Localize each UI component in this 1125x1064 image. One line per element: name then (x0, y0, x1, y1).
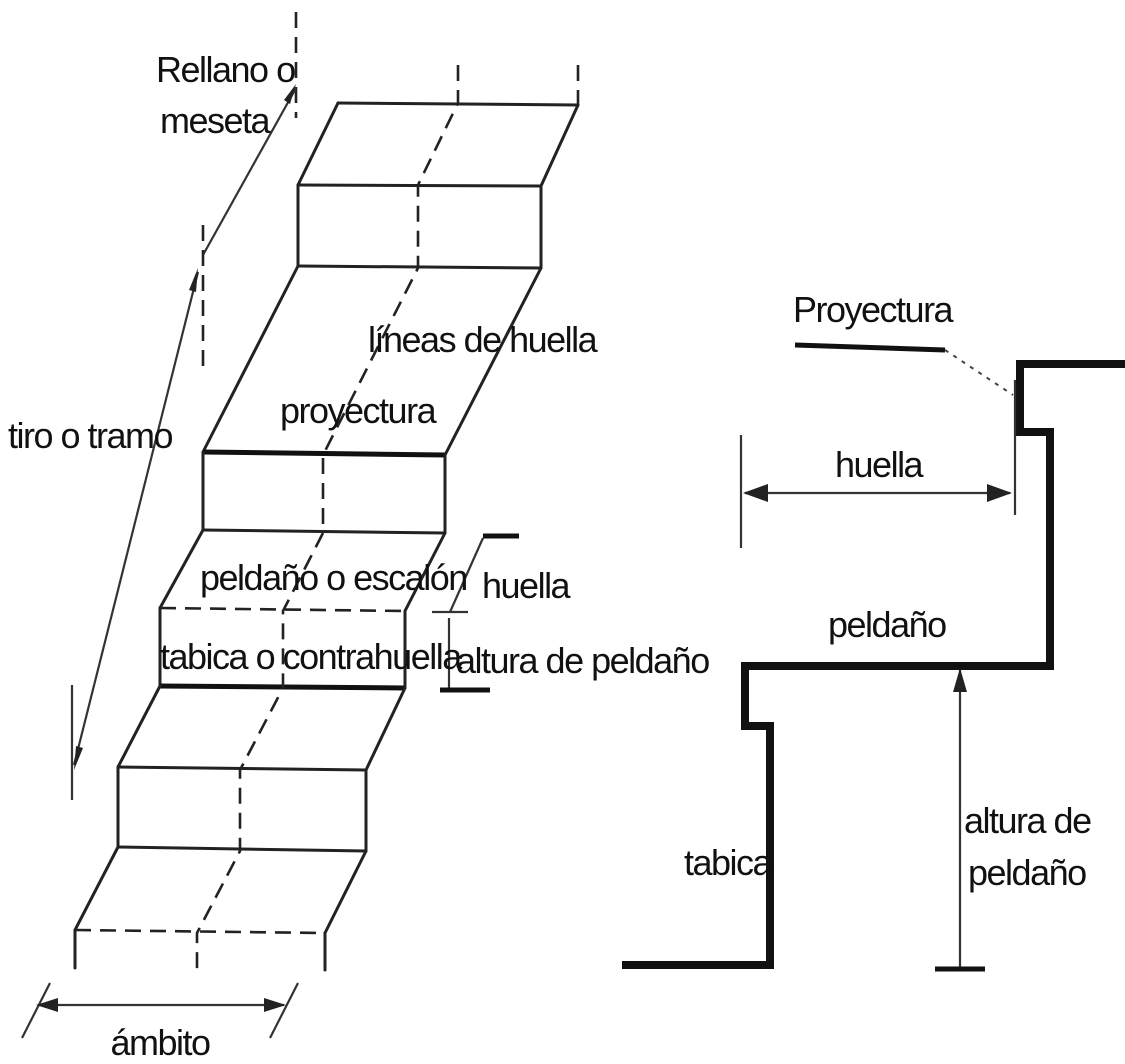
flight-dimension-line (72, 271, 200, 766)
flight-left-edge (116, 684, 162, 769)
flight-dimension (70, 12, 298, 800)
step-tread-edge (296, 264, 543, 270)
proyectura-label: proyectura (280, 390, 438, 431)
altura-peldano-label: altura de peldaño (456, 640, 709, 681)
projection-leader-dotted (944, 349, 1014, 396)
section-view (622, 342, 1125, 972)
flight-right-edge (364, 686, 407, 772)
step-nosing-edge (202, 449, 446, 458)
peldano-section-label: peldaño (828, 604, 946, 645)
flight-left-edge (296, 101, 340, 187)
isometric-staircase (73, 65, 580, 975)
flight-left-edge (158, 528, 205, 610)
lineas-huella-label: líneas de huella (368, 319, 599, 360)
step-nosing-edge (159, 606, 406, 613)
flight-left-edge (201, 264, 300, 454)
huella-section-label: huella (835, 444, 925, 485)
huella-label: huella (482, 565, 572, 606)
ambito-label: ámbito (110, 1022, 210, 1063)
extension-line (21, 982, 51, 1039)
proyectura-section-label: Proyectura (793, 289, 955, 330)
step-tread-edge (116, 845, 368, 853)
arrowhead (743, 484, 768, 502)
step-tread-edge (201, 528, 447, 535)
arrowhead (264, 998, 286, 1012)
tabica-section-label: tabica (684, 842, 774, 883)
tiro-tramo-label: tiro o tramo (8, 415, 173, 456)
step-nosing-edge (296, 183, 543, 188)
arrowhead (987, 484, 1012, 502)
width-dimension (21, 982, 299, 1039)
arrowhead (36, 998, 58, 1012)
tabica-contrahuella-label: tabica o contrahuella (160, 636, 463, 677)
tread-dimension-line (448, 537, 485, 613)
altura-section-label-line1: altura de (964, 800, 1091, 841)
arrowhead (953, 668, 967, 692)
arrowhead (284, 84, 296, 104)
peldano-escalon-label: peldaño o escalón (200, 557, 467, 598)
altura-section-label-line2: peldaño (968, 852, 1086, 893)
step-profile (622, 360, 1125, 969)
flight-right-edge (403, 531, 447, 613)
flight-left-edge (73, 845, 120, 932)
arrowhead (189, 268, 198, 292)
rellano-label-line1: Rellano o (156, 49, 295, 90)
landing-dimension-line (202, 87, 297, 256)
line-of-travel-dashed (195, 65, 460, 975)
step-nosing-edge (74, 928, 326, 935)
flight-right-edge (539, 103, 580, 188)
extension-line (269, 982, 299, 1039)
flight-right-edge (443, 266, 543, 457)
arrowhead (74, 746, 83, 770)
projection-leader (794, 342, 946, 353)
rellano-label-line2: meseta (160, 100, 272, 141)
step-dimension (432, 533, 519, 693)
flight-right-edge (323, 849, 368, 935)
